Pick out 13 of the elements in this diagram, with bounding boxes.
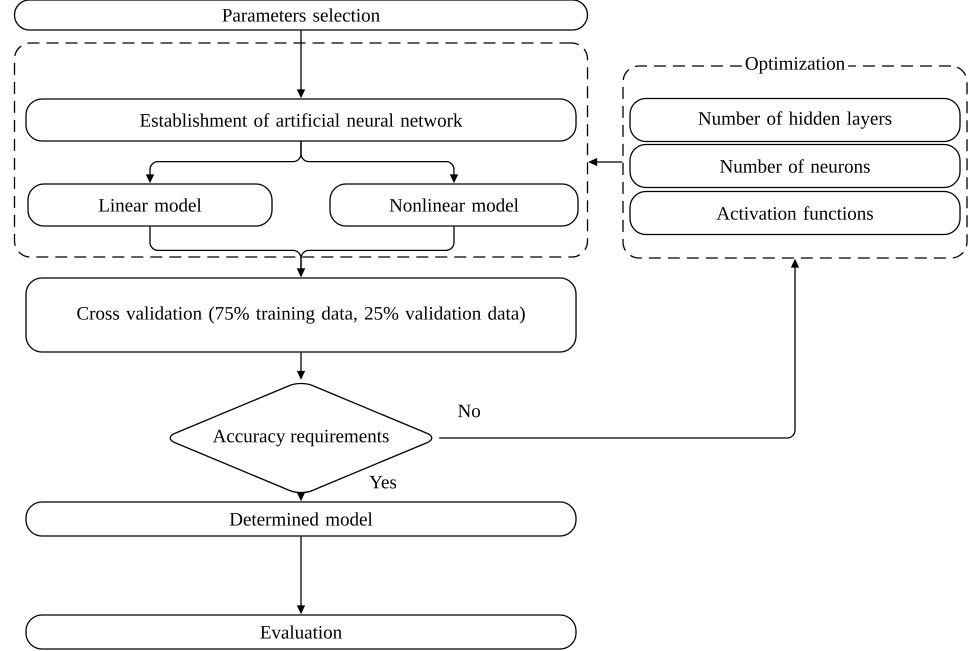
process-box: Parameters selection [14, 0, 588, 31]
process-box: Evaluation [25, 614, 577, 650]
process-box: Nonlinear model [329, 183, 579, 227]
process-box: Linear model [27, 183, 273, 227]
process-box: Determined model [25, 501, 577, 537]
dashed-frame [14, 42, 588, 258]
process-box: Activation functions [629, 190, 961, 236]
process-box: Number of neurons [629, 144, 961, 188]
edge-label: No [456, 402, 483, 420]
process-box: Number of hidden layers [629, 98, 961, 142]
process-box: Cross validation (75% training data, 25% validation data) [25, 277, 577, 353]
edge-label: Yes [367, 474, 399, 490]
process-box: Establishment of artificial neural network [25, 98, 577, 142]
